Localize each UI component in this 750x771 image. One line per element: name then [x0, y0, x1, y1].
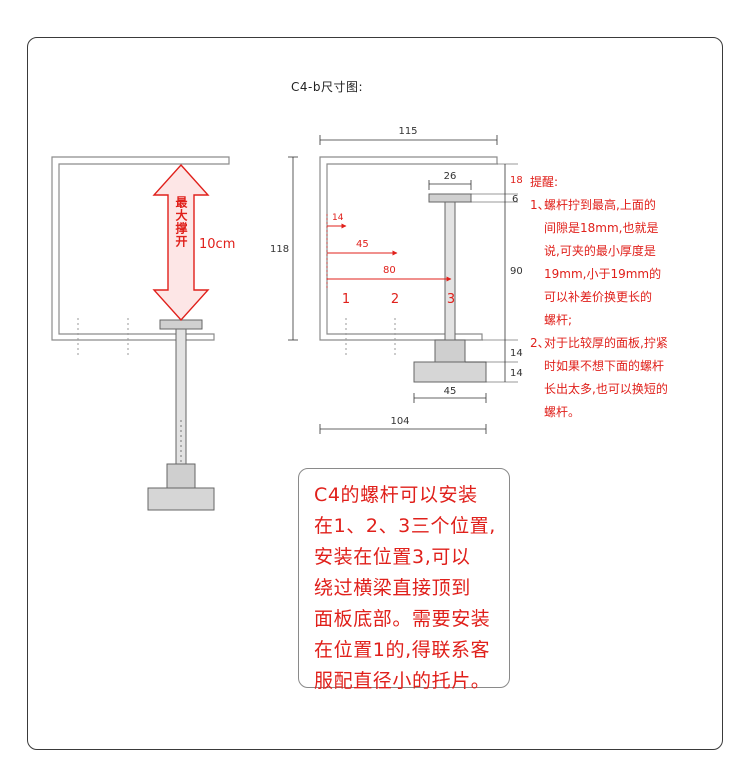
note-line: 绕过横梁直接顶到: [314, 577, 471, 599]
reminder-item-2: 2、 对于比较厚的面板,拧紧 时如果不想下面的螺杆 长出太多,也可以换短的 螺杆…: [530, 332, 720, 424]
dim-pad-45: 45: [444, 386, 457, 397]
dim-middle-90: 90: [510, 266, 523, 277]
reminder-line: 螺杆。: [544, 405, 581, 419]
reminder-line: 对于比较厚的面板,拧紧: [544, 336, 668, 350]
note-line: 面板底部。需要安装: [314, 608, 491, 630]
right-screw-nut: [434, 339, 466, 363]
dim-bottom-104: 104: [390, 416, 409, 427]
right-clamp-diagram: 115 118 26 14 45 80 1 2 3 18 6 90 14: [270, 126, 523, 434]
reminder-line: 19mm,小于19mm的: [544, 267, 662, 281]
dim-lower-14b: 14: [510, 368, 523, 379]
reminder-number: 1、: [530, 198, 550, 212]
max-open-label: 最大撑开: [174, 196, 188, 248]
left-top-pad: [159, 319, 203, 330]
right-clamp-frame: [319, 156, 498, 341]
reminder-item-1: 1、 螺杆拧到最高,上面的 间隙是18mm,也就是 说,可夹的最小厚度是 19m…: [530, 194, 720, 332]
position-label-1: 1: [342, 292, 350, 307]
left-screw-nut: [166, 463, 196, 489]
left-screw-rod: [175, 328, 187, 465]
dim-offset-45: 45: [356, 239, 369, 250]
right-top-pad: [428, 193, 472, 203]
reminder-notes: 提醒: 1、 螺杆拧到最高,上面的 间隙是18mm,也就是 说,可夹的最小厚度是…: [530, 171, 720, 424]
position-label-3: 3: [447, 292, 455, 307]
reminder-heading: 提醒:: [530, 175, 559, 189]
dim-head-26: 26: [444, 171, 457, 182]
reminder-line: 间隙是18mm,也就是: [544, 221, 659, 235]
left-clamp-diagram: 最大撑开 10cm: [51, 156, 235, 511]
max-open-arrow: [152, 163, 210, 322]
reminder-number: 2、: [530, 336, 550, 350]
dim-offset-14: 14: [332, 213, 344, 223]
note-line: C4的螺杆可以安装: [314, 484, 478, 506]
note-line: 安装在位置3,可以: [314, 546, 471, 568]
reminder-line: 时如果不想下面的螺杆: [544, 359, 665, 373]
note-line: 服配直径小的托片。: [314, 670, 491, 692]
right-screw-base: [413, 361, 487, 383]
note-line: 在位置1的,得联系客: [314, 639, 491, 661]
outer-frame: [27, 37, 723, 750]
page-title: C4-b尺寸图:: [291, 80, 364, 94]
left-screw-base: [147, 487, 215, 511]
reminder-line: 螺杆;: [544, 313, 573, 327]
position-label-2: 2: [391, 292, 399, 307]
dim-top-gap-18: 18: [510, 175, 523, 186]
right-screw-rod: [444, 201, 456, 341]
dim-upper-6: 6: [512, 194, 518, 205]
reminder-line: 可以补差价换更长的: [544, 290, 653, 304]
dim-offset-80: 80: [383, 265, 396, 276]
max-open-value: 10cm: [199, 237, 235, 252]
reminder-line: 螺杆拧到最高,上面的: [544, 198, 656, 212]
left-clamp-frame: [51, 156, 230, 341]
dim-width-115: 115: [398, 126, 417, 137]
dim-height-118: 118: [270, 244, 289, 255]
note-line: 在1、2、3三个位置,: [314, 515, 496, 537]
reminder-line: 长出太多,也可以换短的: [544, 382, 668, 396]
dim-lower-14a: 14: [510, 348, 523, 359]
reminder-line: 说,可夹的最小厚度是: [544, 244, 656, 258]
installation-note-box: C4的螺杆可以安装 在1、2、3三个位置, 安装在位置3,可以 绕过横梁直接顶到…: [298, 468, 510, 692]
